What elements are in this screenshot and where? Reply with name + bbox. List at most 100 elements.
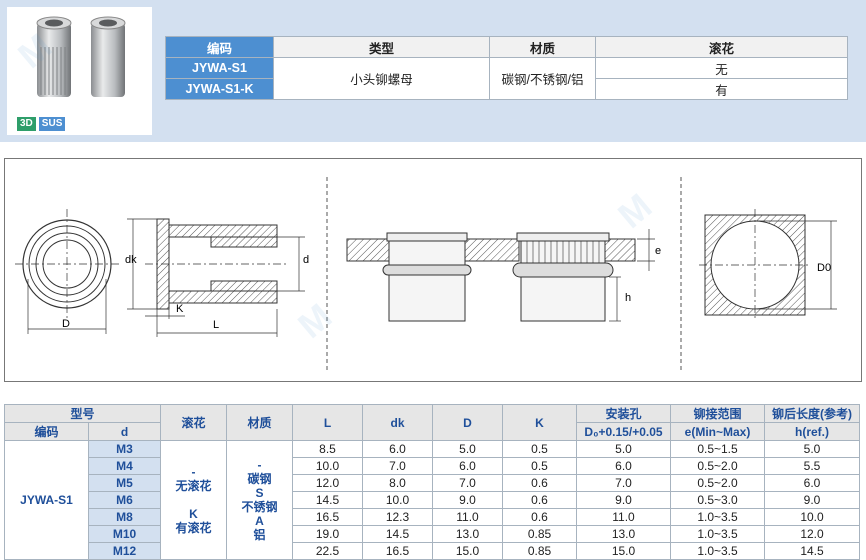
- spec-cell-D: 13.0: [432, 525, 503, 543]
- spec-cell-hole: 5.0: [576, 440, 671, 458]
- material-line: 不锈钢: [241, 500, 278, 514]
- spec-cell-D: 15.0: [432, 542, 503, 560]
- spec-cell-grip: 1.0~3.5: [670, 525, 765, 543]
- spec-cell-L: 14.5: [292, 491, 363, 509]
- col-knurl: 滚花: [595, 36, 848, 58]
- mounting-hole-view: [699, 209, 837, 321]
- label-d: d: [303, 254, 309, 266]
- label-h: h: [625, 292, 631, 304]
- spec-thread: M5: [88, 474, 161, 492]
- spec-cell-L: 22.5: [292, 542, 363, 560]
- spec-cell-K: 0.6: [502, 508, 577, 526]
- spec-cell-D: 11.0: [432, 508, 503, 526]
- spec-cell-L: 8.5: [292, 440, 363, 458]
- spec-thread: M6: [88, 491, 161, 509]
- col-L: L: [292, 404, 363, 441]
- badge-sus[interactable]: SUS: [38, 117, 66, 131]
- spec-code: JYWA-S1: [4, 440, 89, 560]
- spec-cell-dk: 6.0: [362, 440, 433, 458]
- knurl-line: [161, 493, 226, 507]
- spec-cell-hole: 6.0: [576, 457, 671, 475]
- col-code: 编码: [4, 422, 89, 441]
- spec-cell-h: 6.0: [764, 474, 860, 492]
- label-dk: dk: [125, 254, 137, 266]
- spec-cell-h: 5.0: [764, 440, 860, 458]
- col-material: 材质: [226, 404, 293, 441]
- front-view: [15, 209, 119, 334]
- spec-cell-D: 6.0: [432, 457, 503, 475]
- spec-cell-dk: 8.0: [362, 474, 433, 492]
- col-D: D: [432, 404, 503, 441]
- spec-cell-dk: 12.3: [362, 508, 433, 526]
- spec-cell-K: 0.5: [502, 457, 577, 475]
- spec-cell-dk: 10.0: [362, 491, 433, 509]
- col-grip: 铆接范围: [670, 404, 765, 423]
- col-grip-sub: e(Min~Max): [670, 422, 765, 441]
- spec-cell-K: 0.6: [502, 491, 577, 509]
- material-line: A: [255, 514, 264, 528]
- spec-cell-dk: 14.5: [362, 525, 433, 543]
- spec-cell-dk: 7.0: [362, 457, 433, 475]
- col-type: 类型: [273, 36, 490, 58]
- knurl-line: -: [191, 465, 196, 479]
- badge-3d[interactable]: 3D: [17, 117, 36, 131]
- spec-thread: M4: [88, 457, 161, 475]
- label-L: L: [213, 319, 219, 331]
- spec-cell-grip: 1.0~3.5: [670, 542, 765, 560]
- material-line: 碳钢: [247, 472, 272, 486]
- spec-cell-D: 9.0: [432, 491, 503, 509]
- spec-cell-D: 5.0: [432, 440, 503, 458]
- spec-cell-h: 9.0: [764, 491, 860, 509]
- col-d: d: [88, 422, 161, 441]
- drawing-svg: D dk d K L: [15, 177, 837, 373]
- spec-cell-h: 14.5: [764, 542, 860, 560]
- spec-cell-grip: 0.5~3.0: [670, 491, 765, 509]
- label-e: e: [655, 245, 661, 257]
- spec-cell-L: 19.0: [292, 525, 363, 543]
- knurl-line: K: [189, 507, 198, 521]
- spec-cell-h: 5.5: [764, 457, 860, 475]
- type-knurl: 有: [595, 78, 848, 100]
- knurl-line: 无滚花: [175, 479, 212, 493]
- spec-cell-grip: 0.5~2.0: [670, 474, 765, 492]
- spec-thread: M12: [88, 542, 161, 560]
- label-D0: D0: [817, 262, 831, 274]
- col-height-sub: h(ref.): [764, 422, 860, 441]
- spec-cell-D: 7.0: [432, 474, 503, 492]
- type-code: JYWA-S1: [165, 57, 274, 79]
- spec-thread: M10: [88, 525, 161, 543]
- smooth-nut-image: [90, 16, 126, 97]
- spec-cell-L: 16.5: [292, 508, 363, 526]
- col-height: 铆后长度(参考): [764, 404, 860, 423]
- spec-thread: M3: [88, 440, 161, 458]
- type-code: JYWA-S1-K: [165, 78, 274, 100]
- spec-cell-grip: 0.5~2.0: [670, 457, 765, 475]
- spec-cell-grip: 1.0~3.5: [670, 508, 765, 526]
- col-model: 型号: [4, 404, 161, 423]
- spec-cell-h: 12.0: [764, 525, 860, 543]
- label-K: K: [176, 303, 184, 315]
- type-table-header: 编码 类型 材质 滚花: [165, 36, 848, 58]
- col-knurl: 滚花: [160, 404, 227, 441]
- knurl-line: 有滚花: [175, 521, 212, 535]
- type-table: 编码 类型 材质 滚花 JYWA-S1 小头铆螺母 碳钢/不锈钢/铝 无 JYW…: [165, 36, 848, 100]
- spec-cell-L: 12.0: [292, 474, 363, 492]
- spec-thread: M8: [88, 508, 161, 526]
- spec-cell-hole: 15.0: [576, 542, 671, 560]
- type-row: JYWA-S1 小头铆螺母 碳钢/不锈钢/铝 无: [165, 57, 848, 100]
- type-knurl: 无: [595, 57, 848, 79]
- spec-cell-K: 0.85: [502, 542, 577, 560]
- spec-header-row: 型号 滚花 材质 L dk D K 安装孔 铆接范围 铆后长度(参考): [4, 404, 860, 441]
- spec-cell-hole: 7.0: [576, 474, 671, 492]
- side-section-view: [127, 218, 305, 337]
- spec-cell-dk: 16.5: [362, 542, 433, 560]
